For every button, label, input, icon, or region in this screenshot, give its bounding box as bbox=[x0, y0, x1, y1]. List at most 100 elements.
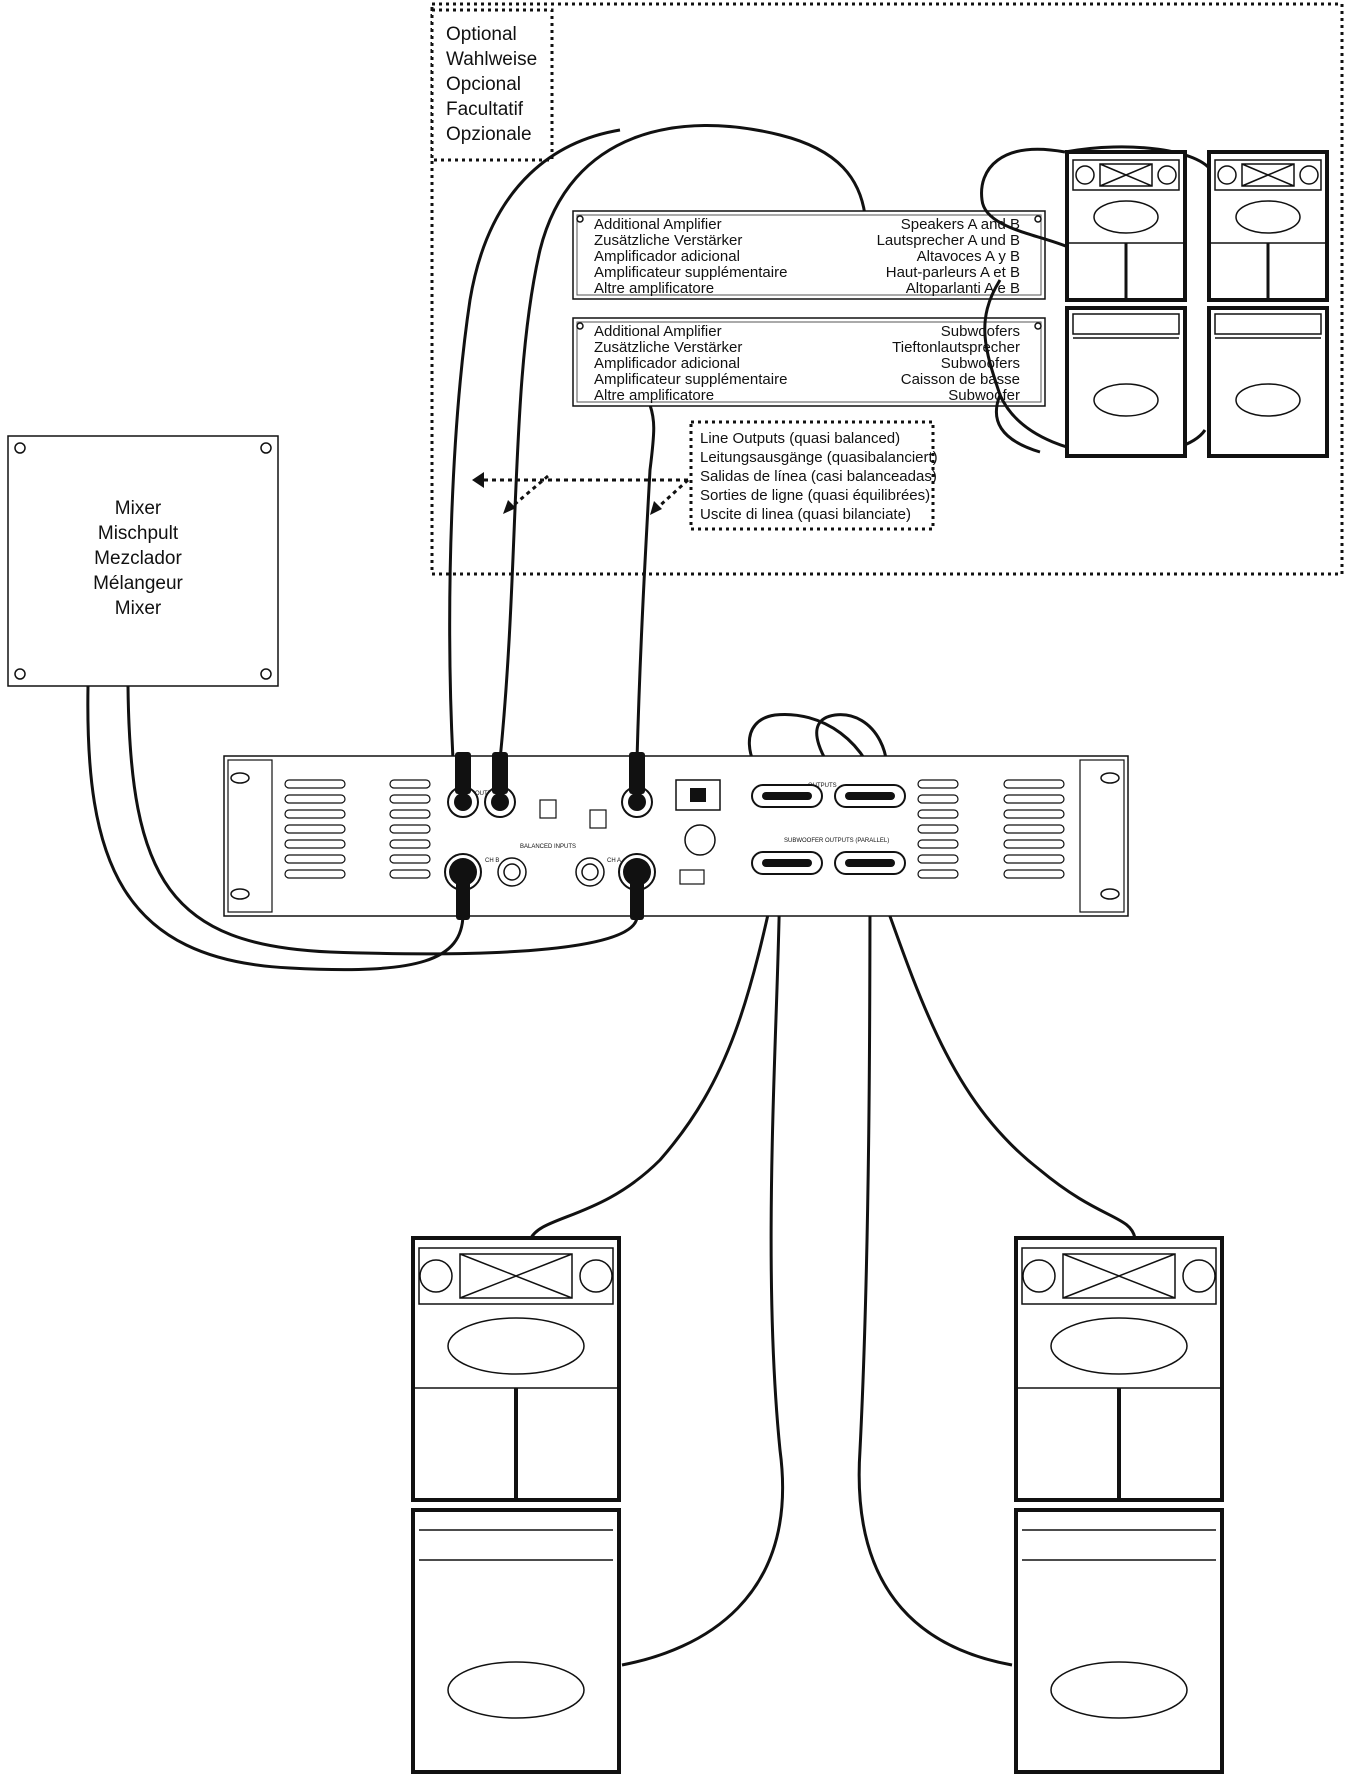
cable-loop-speaker bbox=[1064, 145, 1214, 173]
subwoofer-driver-icon bbox=[447, 1661, 585, 1719]
ch-a-panel-label: CH A bbox=[607, 858, 621, 864]
rack-2-left-line: Altre amplificatore bbox=[594, 387, 714, 404]
horn-icon bbox=[1241, 163, 1295, 187]
mode-switch[interactable] bbox=[539, 799, 557, 819]
tweeter-icon bbox=[579, 1259, 613, 1293]
outputs-panel-label: OUTPUTS bbox=[808, 783, 837, 789]
rack-2-left-line: Amplificador adicional bbox=[594, 355, 740, 372]
screw-icon bbox=[260, 668, 272, 680]
tweeter-icon bbox=[1299, 165, 1319, 185]
tweeter-icon bbox=[1182, 1259, 1216, 1293]
optional-label-line: Wahlweise bbox=[446, 49, 537, 70]
optional-label: Optional Wahlweise Opcional Facultatif O… bbox=[446, 24, 537, 145]
horn-icon bbox=[459, 1253, 573, 1299]
tweeter-icon bbox=[419, 1259, 453, 1293]
ground-lift-switch[interactable] bbox=[679, 869, 705, 885]
rack-1-left-line: Altre amplificatore bbox=[594, 280, 714, 297]
subwoofer-driver-icon bbox=[1093, 383, 1159, 417]
main-amplifier-rear-panel: LINE OUTPUTS CH B CH A BALANCED INPUTS O… bbox=[223, 752, 1129, 920]
horn-icon bbox=[1062, 1253, 1176, 1299]
rack-2-right-line: Subwoofers bbox=[941, 355, 1020, 372]
cable-line-out-3 bbox=[635, 404, 656, 761]
rack-ear-right bbox=[1079, 759, 1125, 913]
optional-region bbox=[430, 2, 1344, 576]
cable-loop-speaker bbox=[994, 394, 1041, 454]
tweeter-icon bbox=[1217, 165, 1237, 185]
rack-1-right-line: Altoparlanti A e B bbox=[906, 280, 1020, 297]
rack-ear-left bbox=[227, 759, 273, 913]
line-outputs-label-line: Sorties de ligne (quasi équilibrées) bbox=[700, 487, 930, 504]
plug-icon bbox=[492, 752, 508, 794]
rack-1-right-line: Haut-parleurs A et B bbox=[886, 264, 1020, 281]
balanced-inputs-panel-label: BALANCED INPUTS bbox=[520, 844, 576, 850]
line-outputs-label: Line Outputs (quasi balanced) Leitungsau… bbox=[700, 430, 938, 523]
rack-screw-icon bbox=[1034, 322, 1042, 330]
rack-1-right-line: Lautsprecher A und B bbox=[877, 232, 1020, 249]
woofer-icon bbox=[1093, 200, 1159, 234]
woofer-icon bbox=[1235, 200, 1301, 234]
rack-1-left-line: Additional Amplifier bbox=[594, 216, 722, 233]
line-outputs-arrows bbox=[472, 472, 690, 515]
optional-label-line: Optional bbox=[446, 24, 517, 45]
subwoofer-b-cabinet bbox=[411, 1508, 621, 1774]
mixer-label-line: Mixer bbox=[115, 498, 162, 519]
plug-icon bbox=[456, 880, 470, 920]
mixer-label-line: Mélangeur bbox=[93, 573, 183, 594]
rack-2-left-line: Zusätzliche Verstärker bbox=[594, 339, 742, 356]
tweeter-icon bbox=[1157, 165, 1177, 185]
rack-1-right-line: Altavoces A y B bbox=[917, 248, 1020, 265]
line-outputs-label-line: Salidas de línea (casi balanceadas) bbox=[700, 468, 937, 485]
mixer-label-line: Mezclador bbox=[94, 548, 182, 569]
cable-line-out-2 bbox=[498, 124, 867, 761]
woofer-icon bbox=[1050, 1317, 1188, 1375]
cable-sub-b bbox=[621, 859, 784, 1667]
plug-icon bbox=[629, 752, 645, 794]
woofer-icon bbox=[447, 1317, 585, 1375]
cable-speaker-a-top bbox=[868, 859, 1137, 1239]
rack-slot-icon bbox=[1100, 888, 1120, 900]
horn-icon bbox=[1099, 163, 1153, 187]
cable-loop-speaker bbox=[980, 147, 1076, 252]
line-outputs-label-line: Uscite di linea (quasi bilanciate) bbox=[700, 506, 911, 523]
rack-slot-icon bbox=[1100, 772, 1120, 784]
mixer-label-line: Mischpult bbox=[98, 523, 179, 544]
subwoofer-driver-icon bbox=[1235, 383, 1301, 417]
vent-left bbox=[284, 779, 431, 879]
additional-amplifier-rack-2: Additional Amplifier Zusätzliche Verstär… bbox=[572, 317, 1046, 407]
cable-speaker-b-top bbox=[528, 859, 782, 1241]
rack-screw-icon bbox=[576, 322, 584, 330]
rack-2-left-line: Amplificateur supplémentaire bbox=[594, 371, 787, 388]
breaker-knob[interactable] bbox=[684, 824, 716, 856]
cable-sub-a bbox=[857, 859, 1013, 1667]
rack-2-left-line: Additional Amplifier bbox=[594, 323, 722, 340]
mixer: Mixer Mischpult Mezclador Mélangeur Mixe… bbox=[7, 435, 279, 687]
screw-icon bbox=[14, 668, 26, 680]
ch-b-panel-label: CH B bbox=[485, 858, 499, 864]
filter-switch[interactable] bbox=[589, 809, 607, 829]
rack-screw-icon bbox=[1034, 215, 1042, 223]
input-ch-a-jack[interactable] bbox=[575, 857, 605, 887]
line-outputs-panel-label: LINE OUTPUTS bbox=[460, 791, 504, 797]
optional-label-box bbox=[430, 8, 554, 162]
additional-amplifier-rack-1: Additional Amplifier Zusätzliche Verstär… bbox=[572, 210, 1046, 300]
rack-screw-icon bbox=[576, 215, 584, 223]
speaker-stack-b bbox=[411, 1236, 621, 1774]
line-outputs-label-line: Line Outputs (quasi balanced) bbox=[700, 430, 900, 447]
arrow-left-icon bbox=[472, 472, 484, 488]
rack-2-right-line: Subwoofers bbox=[941, 323, 1020, 340]
optional-label-line: Facultatif bbox=[446, 99, 524, 120]
arrow-down-left-icon bbox=[650, 501, 662, 515]
input-ch-b-jack[interactable] bbox=[497, 857, 527, 887]
subwoofer-a-cabinet bbox=[1014, 1508, 1224, 1774]
tweeter-icon bbox=[1022, 1259, 1056, 1293]
vent-right bbox=[917, 779, 1065, 879]
mixer-label-line: Mixer bbox=[115, 598, 162, 619]
optional-label-line: Opzionale bbox=[446, 124, 532, 145]
cable-mixer-ch-a bbox=[126, 685, 639, 956]
speaker-stack-a bbox=[1014, 1236, 1224, 1774]
tweeter-icon bbox=[1075, 165, 1095, 185]
rack-2-right-line: Subwoofer bbox=[948, 387, 1020, 404]
arrow-down-left-icon bbox=[503, 500, 516, 514]
rack-2-right-line: Caisson de basse bbox=[901, 371, 1020, 388]
